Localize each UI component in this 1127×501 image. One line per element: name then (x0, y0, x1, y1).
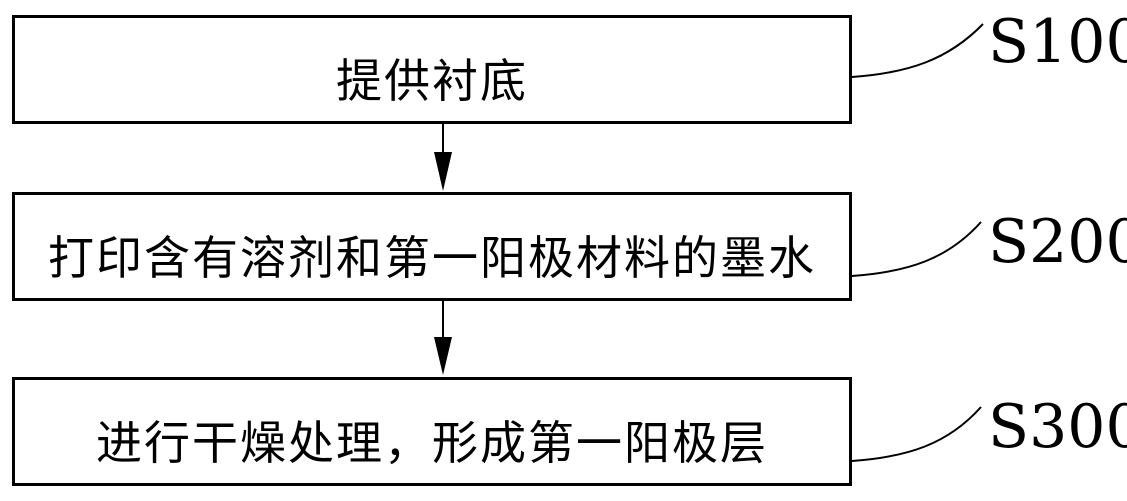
flow-box-step-1-text: 提供衬底 (336, 45, 528, 111)
step-label-s200: S200 (988, 212, 1127, 272)
step-label-s100: S100 (988, 12, 1127, 72)
flow-box-step-3: 进行干燥处理，形成第一阳极层 (12, 377, 852, 486)
leader-curve-s300 (852, 407, 981, 461)
flow-box-step-3-text: 进行干燥处理，形成第一阳极层 (96, 407, 768, 473)
step-label-s300: S300 (988, 397, 1127, 457)
flow-box-step-2-text: 打印含有溶剂和第一阳极材料的墨水 (48, 222, 816, 288)
flow-box-step-2: 打印含有溶剂和第一阳极材料的墨水 (12, 192, 852, 301)
down-arrow-1-icon (434, 124, 452, 191)
flow-box-step-1: 提供衬底 (12, 15, 852, 124)
leader-curve-s100 (852, 24, 983, 77)
leader-curve-s200 (852, 222, 981, 276)
down-arrow-2-icon (434, 301, 452, 375)
